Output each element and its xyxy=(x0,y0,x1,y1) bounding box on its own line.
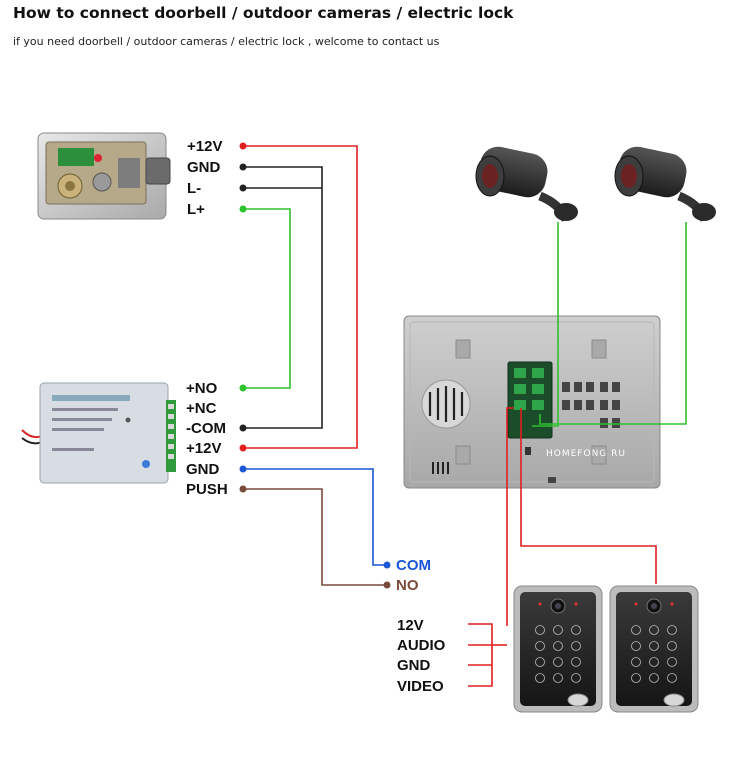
electric-lock-image xyxy=(37,132,171,220)
dot-psu-push xyxy=(239,485,247,493)
lock-terminal-lplus: L+ xyxy=(187,201,205,218)
door-station-1-image xyxy=(513,585,603,713)
page-subtitle: if you need doorbell / outdoor cameras /… xyxy=(13,35,440,48)
wire-psu-push-to-exit-no xyxy=(243,488,387,586)
wire-lock-12v-to-psu-12v xyxy=(243,145,358,449)
page-title: How to connect doorbell / outdoor camera… xyxy=(13,4,514,22)
wire-doorbell-bracket xyxy=(468,623,493,687)
psu-terminal-12v: +12V xyxy=(186,440,221,457)
lock-terminal-12v: +12V xyxy=(187,138,222,155)
door-station-2-image xyxy=(609,585,699,713)
outdoor-camera-2-image xyxy=(614,146,716,222)
dot-lock-gnd xyxy=(239,163,247,171)
wire-lock-gnd-to-psu-com xyxy=(243,166,323,429)
wire-psu-gnd-to-exit-com xyxy=(243,468,387,566)
terminal-dots xyxy=(239,142,391,589)
indoor-monitor-image: HOMEFONG RU xyxy=(403,315,661,489)
dot-lock-lplus xyxy=(239,205,247,213)
outdoor-camera-1-image xyxy=(475,146,578,222)
psu-terminal-gnd: GND xyxy=(186,461,220,478)
wire-monitor-to-door-station-1 xyxy=(506,407,514,626)
doorbell-terminal-gnd: GND xyxy=(397,657,431,674)
dot-psu-no xyxy=(239,384,247,392)
dot-lock-12v xyxy=(239,142,247,150)
psu-terminal-push: PUSH xyxy=(186,481,228,498)
dot-psu-gnd xyxy=(239,465,247,473)
lock-terminal-lminus: L- xyxy=(187,180,201,197)
psu-terminal-com: -COM xyxy=(186,420,226,437)
wire-monitor-to-door-station-2 xyxy=(520,408,657,584)
monitor-brand-label: HOMEFONG RU xyxy=(546,449,626,459)
psu-terminal-nc: +NC xyxy=(186,400,217,417)
power-supply-image xyxy=(21,382,176,484)
dot-exit-com xyxy=(383,561,391,569)
doorbell-terminal-audio: AUDIO xyxy=(397,637,446,654)
wire-camera-2-to-monitor xyxy=(539,222,687,425)
wire-camera-1-to-monitor xyxy=(532,222,559,427)
exit-terminal-no: NO xyxy=(396,577,419,594)
dot-psu-12v xyxy=(239,444,247,452)
doorbell-terminal-video: VIDEO xyxy=(397,678,444,695)
dot-lock-lminus xyxy=(239,184,247,192)
doorbell-terminal-12v: 12V xyxy=(397,617,424,634)
lock-terminal-gnd: GND xyxy=(187,159,221,176)
wire-lock-lplus-to-psu-no xyxy=(243,208,291,389)
dot-psu-com xyxy=(239,424,247,432)
dot-exit-no xyxy=(383,581,391,589)
psu-terminal-no: +NO xyxy=(186,380,218,397)
exit-terminal-com: COM xyxy=(396,557,431,574)
